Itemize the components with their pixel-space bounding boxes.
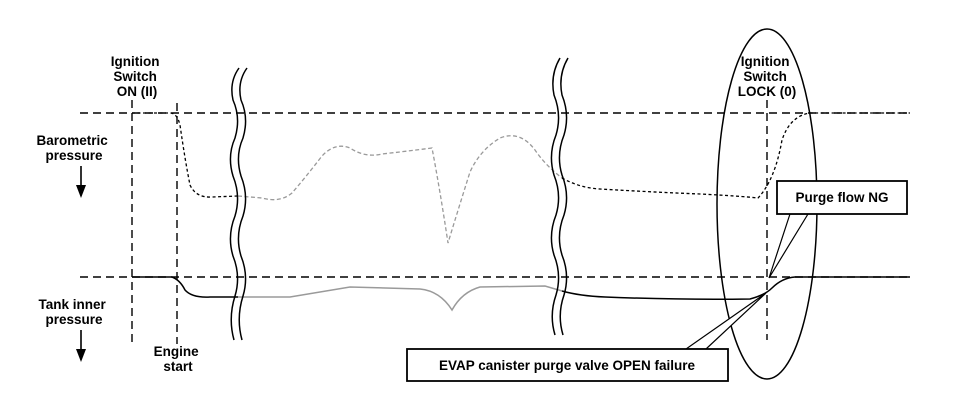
tank-trace-start <box>132 276 238 298</box>
tank-trace-end <box>561 276 910 300</box>
tank-trace-middle <box>238 285 563 312</box>
barometric-trace-start <box>132 112 239 198</box>
engine-start-label: Engine start <box>154 344 203 374</box>
time-break-right-icon <box>550 57 569 336</box>
barometric-down-arrow-icon <box>76 166 86 198</box>
purge-flow-text: Purge flow NG <box>795 190 888 205</box>
purge-flow-callout: Purge flow NG <box>768 180 908 279</box>
ignition-on-label: Ignition Switch ON (II) <box>111 54 164 99</box>
barometric-trace-end <box>561 112 910 199</box>
evap-failure-text: EVAP canister purge valve OPEN failure <box>439 358 696 373</box>
tank-down-arrow-icon <box>76 330 86 362</box>
time-break-left-icon <box>229 67 248 341</box>
tank-inner-pressure-label: Tank inner pressure <box>38 297 109 327</box>
barometric-trace-middle <box>237 135 563 244</box>
ignition-lock-label: Ignition Switch LOCK (0) <box>738 54 797 99</box>
evap-failure-callout: EVAP canister purge valve OPEN failure <box>406 292 767 382</box>
barometric-pressure-label: Barometric pressure <box>36 133 111 163</box>
